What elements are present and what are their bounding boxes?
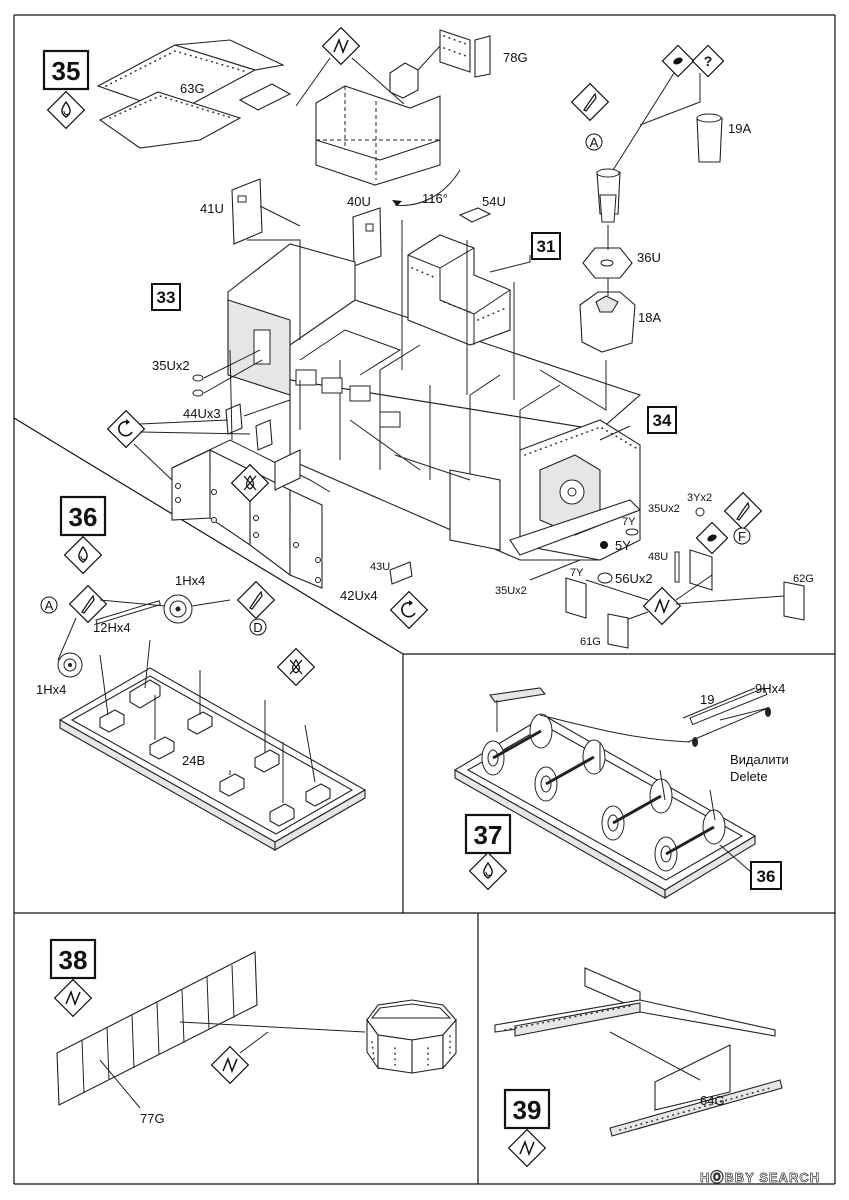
svg-text:35Ux2: 35Ux2 xyxy=(495,585,527,597)
part-label: 64G xyxy=(700,1093,725,1108)
svg-text:35Ux2: 35Ux2 xyxy=(648,503,680,515)
svg-text:34: 34 xyxy=(653,411,672,430)
ref-number: 31 xyxy=(537,237,556,256)
part-label: 41U xyxy=(200,201,224,216)
svg-text:7Y: 7Y xyxy=(622,516,636,528)
part-label: 18A xyxy=(638,310,661,325)
paint-icon xyxy=(661,44,695,78)
step-39: 39 64G xyxy=(494,967,783,1168)
step-36: 36 A 1Hx4 D 12Hx4 1Hx4 xyxy=(36,495,367,851)
do-not-glue-icon xyxy=(277,648,315,686)
svg-text:F: F xyxy=(738,529,746,544)
bend-zigzag-icon xyxy=(321,26,361,66)
svg-text:44Ux3: 44Ux3 xyxy=(183,406,221,421)
step-number: 36 xyxy=(69,502,98,532)
question-icon xyxy=(691,44,725,78)
wheelsets xyxy=(481,713,726,872)
step-37: 37 xyxy=(453,681,789,899)
part-41u: 41U xyxy=(200,178,301,245)
hobby-knife-icon xyxy=(724,492,762,530)
bend-zigzag-icon xyxy=(53,978,93,1018)
front-end-34: 34 xyxy=(509,406,677,561)
step-number: 35 xyxy=(52,56,81,86)
svg-text:3Yx2: 3Yx2 xyxy=(687,492,712,504)
part-78g: 78G xyxy=(389,29,528,99)
funnel-housing: 116° xyxy=(315,85,461,206)
svg-text:56Ux2: 56Ux2 xyxy=(615,571,653,586)
part-40u: 40U xyxy=(347,194,382,267)
part-label: 77G xyxy=(140,1111,165,1126)
paint-icon xyxy=(695,521,729,555)
step-number: 38 xyxy=(59,945,88,975)
octagon-ring xyxy=(366,999,457,1074)
svg-text:5Y: 5Y xyxy=(615,538,631,553)
watermark: H🅞BBY SEARCH xyxy=(700,1170,820,1185)
ref-33: 33 xyxy=(151,283,181,311)
glue-drop-icon xyxy=(46,90,86,130)
bend-zigzag-icon xyxy=(507,1128,547,1168)
part-44ux3: 44Ux3 xyxy=(183,399,291,451)
part-label: 24B xyxy=(182,753,205,768)
delete-label-en: Delete xyxy=(730,769,768,784)
step-35: 35 63G 78G 11 xyxy=(42,26,814,649)
svg-text:7Y: 7Y xyxy=(570,567,584,579)
part-43u: 43U xyxy=(370,561,429,630)
hobby-knife-icon xyxy=(69,585,107,623)
hobby-knife-icon xyxy=(237,581,275,619)
svg-text:35Ux2: 35Ux2 xyxy=(152,358,190,373)
svg-text:A: A xyxy=(45,598,54,613)
step-number-box xyxy=(42,49,90,91)
glue-drop-icon xyxy=(468,851,508,891)
part-35ux2: 35Ux2 xyxy=(152,349,263,397)
part-label: 63G xyxy=(180,81,205,96)
svg-text:48U: 48U xyxy=(648,551,668,563)
part-label: 78G xyxy=(503,50,528,65)
part-label: 40U xyxy=(347,194,371,209)
bend-zigzag-icon xyxy=(642,586,682,626)
axle-9h: 19 9Hx4 Видалити Delete xyxy=(682,681,789,784)
part-label: 19A xyxy=(728,121,751,136)
part-77g: 77G xyxy=(56,951,258,1126)
part-label: 54U xyxy=(482,194,506,209)
front-small-parts: 35Ux2 3Yx2 F 5Y 7Y 7Y 56Ux2 48U 35Ux2 62… xyxy=(495,492,814,649)
svg-text:12Hx4: 12Hx4 xyxy=(93,620,131,635)
panel-dividers xyxy=(13,14,836,1185)
angle-label: 116° xyxy=(422,191,448,206)
hobby-knife-icon xyxy=(571,83,609,121)
svg-text:43U: 43U xyxy=(370,561,390,573)
part-54u: 54U xyxy=(458,194,506,223)
svg-text:D: D xyxy=(253,620,262,635)
funnel-parts: A 19A 36U 18A xyxy=(571,44,751,353)
cab-block: 31 xyxy=(407,232,561,346)
side-panels xyxy=(171,439,331,589)
dimension-label: 19 xyxy=(700,692,714,707)
step-number: 39 xyxy=(513,1095,542,1125)
part-63g: 63G xyxy=(96,39,292,149)
delete-label-ua: Видалити xyxy=(730,752,789,767)
part-label: 9Hx4 xyxy=(755,681,785,696)
svg-text:61G: 61G xyxy=(580,636,601,648)
svg-text:33: 33 xyxy=(157,288,176,307)
part-64g: 64G xyxy=(494,967,783,1137)
part-label: 36U xyxy=(637,250,661,265)
chassis-24b: 24B xyxy=(58,639,367,851)
step-number: 37 xyxy=(474,820,503,850)
callout-label: A xyxy=(590,135,599,150)
part-label: 42Ux4 xyxy=(340,588,378,603)
rotate-arrow-icon xyxy=(106,409,146,449)
svg-text:1Hx4: 1Hx4 xyxy=(175,573,205,588)
bend-zigzag-icon xyxy=(210,1045,250,1085)
ref-number: 36 xyxy=(757,867,776,886)
glue-drop-icon xyxy=(63,535,103,575)
svg-text:1Hx4: 1Hx4 xyxy=(36,682,66,697)
svg-text:62G: 62G xyxy=(793,573,814,585)
step-38: 38 77G xyxy=(49,938,457,1126)
rotate-arrow-icon xyxy=(389,590,429,630)
